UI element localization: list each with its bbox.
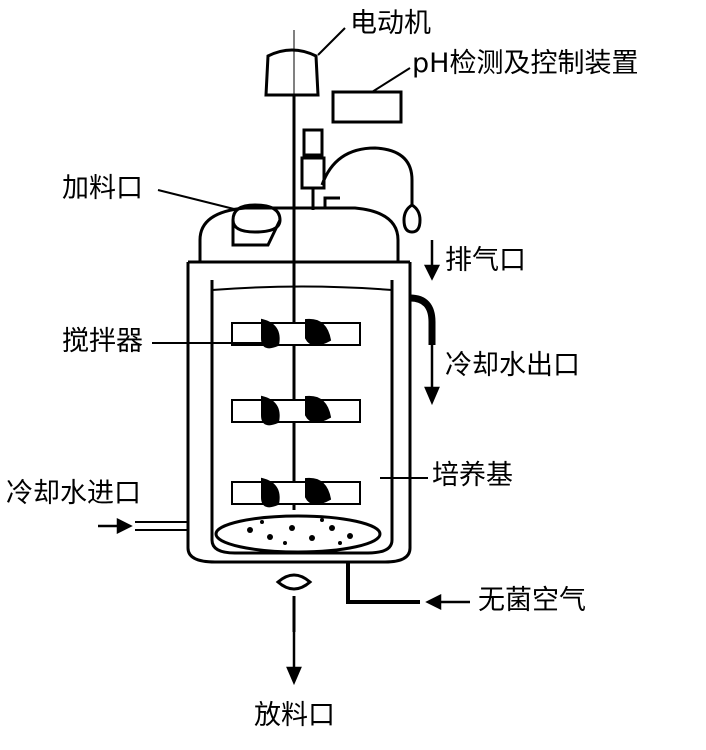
medium-level	[211, 285, 393, 291]
cooling-water-inlet-pipe	[135, 521, 188, 531]
motor	[264, 48, 320, 97]
label-ph-device: pH检测及控制装置	[412, 48, 639, 79]
ph-device-leader	[371, 67, 411, 93]
motor-leader	[317, 27, 346, 56]
label-discharge-outlet: 放料口	[254, 700, 335, 731]
label-sterile-air: 无菌空气	[478, 585, 586, 616]
label-motor: 电动机	[350, 8, 431, 39]
feed-inlet-leader	[157, 189, 239, 211]
cooling-water-outlet-pipe	[409, 294, 436, 345]
label-cooling-water-in: 冷却水进口	[6, 478, 141, 509]
sterile-air-pipe	[346, 562, 420, 604]
label-exhaust: 排气口	[445, 245, 526, 276]
air-sparger	[214, 514, 382, 554]
label-culture-medium: 培养基	[432, 460, 513, 491]
outer-jacket	[186, 262, 412, 564]
exhaust-pipe	[320, 146, 414, 205]
ph-probe	[302, 128, 324, 157]
ph-device-box	[331, 90, 403, 124]
impeller-top	[231, 318, 361, 349]
label-stirrer: 搅拌器	[62, 326, 143, 357]
discharge-outlet-valve	[275, 573, 313, 591]
impeller-middle	[231, 395, 361, 426]
vessel-top	[198, 206, 400, 262]
label-feed-inlet: 加料口	[62, 173, 143, 204]
label-cooling-water-out: 冷却水出口	[445, 350, 580, 381]
impeller-bottom	[231, 477, 361, 508]
